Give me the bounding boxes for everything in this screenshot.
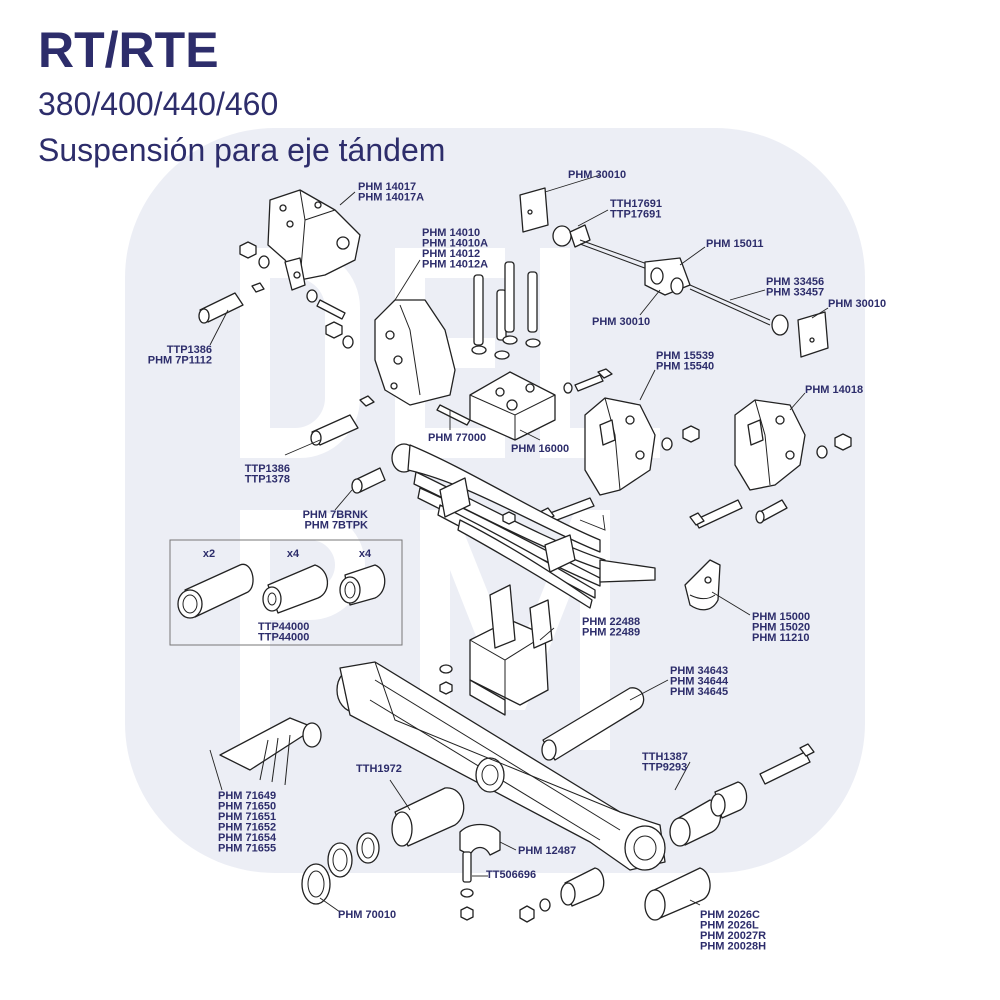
part-label-phm14010-1: PHM 14010A [422,238,488,250]
spring-bracket-rear-2 [689,399,852,529]
part-label-phm22488-1: PHM 22489 [582,627,640,639]
part-label-phm34643-1: PHM 34644 [670,676,729,688]
part-label-phm7brnk-0: PHM 7BRNK [303,509,368,521]
model-variants: 380/400/440/460 [38,86,279,122]
part-label-phm70010-0: PHM 70010 [338,909,396,921]
part-label-ttp1386-top-1: PHM 7P1112 [148,355,212,367]
part-label-tt506696-0: TT506696 [486,869,536,881]
part-label-phm2026c-3: PHM 20028H [700,941,766,953]
quantity-label-0: x2 [203,548,215,560]
equalizer-beam [336,661,666,871]
quantity-label-1: x4 [287,548,300,560]
part-label-phm2026c-2: PHM 20027R [700,930,766,942]
torque-rod-upper [519,187,829,358]
part-label-phm71649-5: PHM 71655 [218,843,276,855]
part-label-phm71649-1: PHM 71650 [218,801,276,813]
diagram-subtitle: Suspensión para eje tándem [38,132,446,168]
part-label-phm71649-0: PHM 71649 [218,790,276,802]
part-label-phm30010-right-0: PHM 30010 [828,298,886,310]
bushing-large [391,787,465,847]
part-label-ttp1386-top-0: TTP1386 [167,344,212,356]
axle-saddle [439,584,553,716]
part-label-phm15000-1: PHM 15020 [752,622,810,634]
model-title: RT/RTE [38,22,219,78]
part-label-ttp1386-mid-0: TTP1386 [245,463,290,475]
part-label-phm14017-0: PHM 14017 [358,181,416,193]
part-label-ttp44000-0: TTP44000 [258,621,309,633]
part-label-phm15011-0: PHM 15011 [706,238,763,250]
part-label-phm71649-4: PHM 71654 [218,832,277,844]
part-label-phm14010-0: PHM 14010 [422,227,480,239]
part-label-phm34643-0: PHM 34643 [670,665,728,677]
part-label-phm14017-1: PHM 14017A [358,192,424,204]
quantity-label-2: x4 [359,548,372,560]
torque-arm-left [219,717,322,786]
part-label-tth1387-0: TTH1387 [642,751,688,763]
part-label-phm12487-0: PHM 12487 [518,845,576,857]
part-label-phm33456-0: PHM 33456 [766,276,824,288]
part-label-tth1387-1: TTP9293 [642,762,687,774]
part-label-ttp44000-1: TTP44000 [258,632,309,644]
part-label-tth17691-1: TTP17691 [610,209,661,221]
part-label-phm7brnk-1: PHM 7BTPK [304,520,368,532]
part-label-phm30010-mid-0: PHM 30010 [592,316,650,328]
u-bolts [471,261,541,360]
part-label-phm34643-2: PHM 34645 [670,686,728,698]
axle-pin [541,687,645,761]
leader-lines [209,174,829,913]
part-label-phm14010-2: PHM 14012 [422,248,480,260]
part-label-phm16000-0: PHM 16000 [511,443,569,455]
spring-bracket-rear-1 [539,397,700,524]
part-label-tth17691-0: TTH17691 [610,198,662,210]
part-label-phm14010-3: PHM 14012A [422,259,488,271]
part-label-phm15000-2: PHM 11210 [752,632,809,644]
part-label-phm2026c-1: PHM 2026L [700,920,759,932]
bolt-set-front-bracket [198,241,354,349]
spring-bracket-front [267,189,361,291]
part-label-phm77000-0: PHM 77000 [428,432,486,444]
thrust-washers [301,832,380,905]
leaf-spring [351,443,656,609]
part-label-phm22488-0: PHM 22488 [582,616,640,628]
part-label-phm15000-0: PHM 15000 [752,611,810,623]
part-label-phm71649-3: PHM 71652 [218,822,276,834]
bushing-set-right [519,743,815,923]
bushing-kit-box [169,539,403,646]
part-label-ttp1386-mid-1: TTP1378 [245,474,290,486]
part-label-phm71649-2: PHM 71651 [218,811,276,823]
part-label-tth1972-0: TTH1972 [356,763,402,775]
part-label-phm30010-top-0: PHM 30010 [568,169,626,181]
spring-strap [684,559,721,611]
spring-seat [469,368,613,441]
part-label-phm33456-1: PHM 33457 [766,287,824,299]
part-label-phm15539-1: PHM 15540 [656,361,714,373]
part-label-phm15539-0: PHM 15539 [656,350,714,362]
clamp-and-bolt [459,823,501,921]
part-label-phm2026c-0: PHM 2026C [700,909,760,921]
part-label-phm14018-0: PHM 14018 [805,384,863,396]
